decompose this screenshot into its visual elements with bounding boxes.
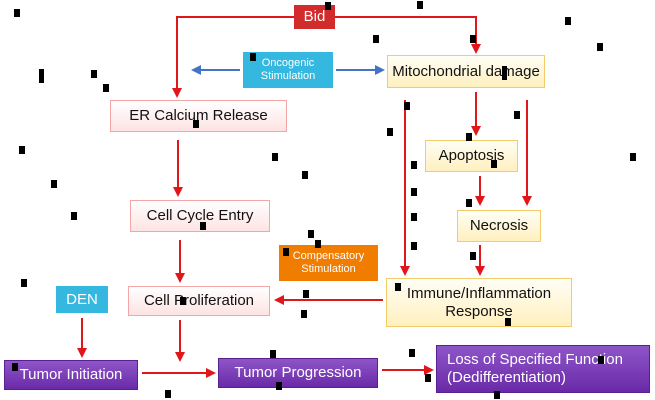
node-bid-label: Bid — [303, 8, 326, 25]
node-oncogenic-line2: Stimulation — [260, 70, 316, 82]
edge-bid-to-mito — [335, 16, 481, 54]
noise-dot — [165, 390, 171, 398]
node-immune-line2: Response — [445, 302, 513, 320]
noise-dot — [411, 213, 417, 221]
node-oncogenic-stimulation: Oncogenic Stimulation — [243, 52, 333, 88]
noise-dot — [494, 391, 500, 399]
node-tumor-initiation: Tumor Initiation — [4, 360, 138, 390]
node-initiation-label: Tumor Initiation — [19, 366, 123, 383]
noise-dot — [417, 1, 423, 9]
node-loss-of-specified-function: Loss of Specified Function (Dedifferenti… — [436, 345, 650, 393]
noise-dot — [373, 35, 379, 43]
node-mitochondrial-damage: Mitochondrial damage — [387, 55, 545, 88]
noise-dot — [630, 153, 636, 161]
noise-dot — [283, 248, 289, 256]
noise-dot — [470, 252, 476, 260]
noise-dot — [315, 240, 321, 248]
noise-dot — [14, 9, 20, 17]
noise-dot — [411, 188, 417, 196]
noise-dot — [71, 212, 77, 220]
noise-dot — [597, 43, 603, 51]
node-oncogenic-line1: Oncogenic — [261, 56, 315, 69]
noise-dot — [308, 230, 314, 238]
node-immune-inflammation-response: Immune/Inflammation Response — [386, 278, 572, 327]
noise-dot — [395, 283, 401, 291]
noise-dot — [514, 111, 520, 119]
node-necrosis-label: Necrosis — [469, 217, 529, 234]
node-loss-line1: Loss of Specified Function — [447, 351, 623, 368]
node-den: DEN — [56, 286, 108, 313]
node-compensatory-line2: Stimulation — [301, 263, 356, 275]
noise-dot — [276, 382, 282, 390]
noise-dot — [193, 120, 199, 128]
noise-dot — [302, 171, 308, 179]
noise-dot — [425, 374, 431, 382]
noise-dot — [409, 349, 415, 357]
node-apoptosis-label: Apoptosis — [438, 147, 505, 164]
edge-bid-to-er — [172, 16, 294, 98]
node-necrosis: Necrosis — [457, 210, 541, 242]
node-mito-label: Mitochondrial damage — [392, 62, 540, 80]
node-cellcycle-label: Cell Cycle Entry — [146, 207, 254, 224]
node-er-label: ER Calcium Release — [129, 107, 268, 124]
noise-dot — [411, 242, 417, 250]
node-den-label: DEN — [66, 290, 98, 308]
noise-dot — [466, 199, 472, 207]
noise-dot — [404, 102, 410, 110]
node-immune-line1: Immune/Inflammation — [406, 284, 552, 302]
node-prolif-label: Cell Proliferation — [143, 292, 255, 309]
node-progression-label: Tumor Progression — [234, 364, 362, 381]
noise-dot — [51, 180, 57, 188]
noise-dot — [598, 356, 604, 364]
noise-dot — [103, 84, 109, 92]
noise-dot — [387, 128, 393, 136]
noise-dot — [250, 53, 256, 61]
node-compensatory-line1: Compensatory — [292, 249, 365, 262]
noise-dot — [39, 69, 44, 83]
node-apoptosis: Apoptosis — [425, 140, 518, 172]
noise-dot — [21, 279, 27, 287]
noise-dot — [272, 153, 278, 161]
noise-dot — [301, 310, 307, 318]
noise-dot — [491, 160, 497, 168]
noise-dot — [19, 146, 25, 154]
noise-dot — [270, 350, 276, 358]
noise-dot — [180, 297, 186, 305]
node-compensatory-stimulation: Compensatory Stimulation — [279, 245, 378, 281]
node-loss-line2: (Dedifferentiation) — [447, 369, 566, 386]
node-er-calcium-release: ER Calcium Release — [110, 100, 287, 132]
noise-dot — [12, 363, 18, 371]
noise-dot — [411, 161, 417, 169]
noise-dot — [325, 2, 331, 10]
noise-dot — [200, 222, 206, 230]
node-cell-proliferation: Cell Proliferation — [128, 286, 270, 316]
noise-dot — [505, 318, 511, 326]
noise-dot — [502, 66, 507, 80]
noise-dot — [303, 290, 309, 298]
noise-dot — [470, 35, 476, 43]
noise-dot — [91, 70, 97, 78]
noise-dot — [466, 133, 472, 141]
noise-dot — [565, 17, 571, 25]
node-tumor-progression: Tumor Progression — [218, 358, 378, 388]
